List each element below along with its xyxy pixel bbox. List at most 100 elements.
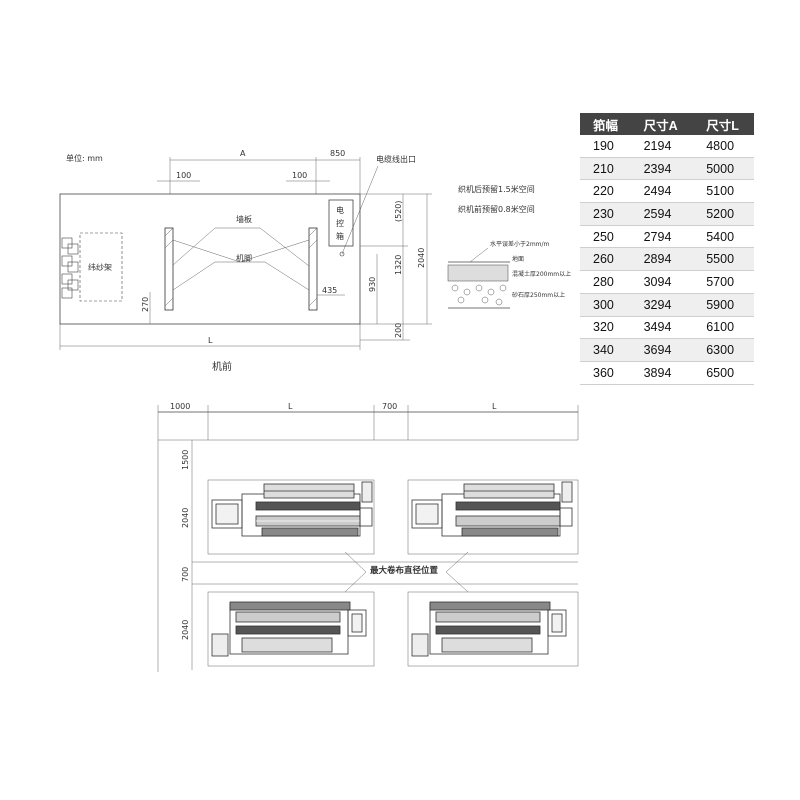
dim-100-left: 100	[176, 171, 191, 180]
bay-bottom-right	[407, 591, 579, 667]
bay-bottom-left	[207, 591, 375, 667]
creel-box	[79, 232, 123, 302]
cell-dim-l: 4800	[693, 135, 754, 158]
cell-reed-width: 260	[580, 247, 631, 272]
loom-machine-top-right	[411, 481, 573, 537]
cable-outlet-label: 电缆线出口	[376, 154, 416, 164]
cell-reed-width: 210	[580, 157, 631, 181]
cell-dim-a: 3494	[630, 316, 694, 340]
cell-reed-width: 280	[580, 270, 631, 294]
control-box-char-3: 箱	[336, 231, 344, 241]
wall-plate-right	[308, 227, 318, 311]
cable-outlet-marker	[339, 251, 345, 257]
cell-dim-l: 5000	[693, 157, 754, 181]
note-front-space: 织机前预留0.8米空间	[458, 204, 535, 214]
cell-dim-a: 3294	[630, 293, 694, 317]
dim-700-top-label: 700	[382, 402, 397, 411]
creel-label: 纬纱架	[88, 262, 112, 272]
control-box-char-2: 控	[336, 218, 344, 228]
cell-dim-a: 2194	[630, 135, 694, 158]
dim-1320-label: 1320	[394, 255, 403, 275]
dim-l-label: L	[208, 336, 213, 345]
cell-reed-width: 230	[580, 202, 631, 226]
concrete-layer	[447, 264, 509, 282]
max-roll-label: 最大卷布直径位置	[370, 565, 439, 576]
dim-1500-label: 1500	[181, 450, 190, 470]
cell-dim-a: 2494	[630, 179, 694, 204]
cell-dim-a: 2794	[630, 225, 694, 249]
unit-label: 单位: mm	[66, 153, 103, 163]
cell-reed-width: 220	[580, 179, 631, 204]
cell-reed-width: 250	[580, 225, 631, 249]
dim-520-label: (520)	[394, 200, 403, 222]
dim-930-label: 930	[368, 277, 377, 292]
loom-machine-bottom-right	[411, 601, 567, 657]
dim-l-left-label: L	[288, 402, 293, 411]
loom-machine-bottom-left	[211, 601, 367, 657]
header-dim-a: 尺寸A	[630, 113, 694, 135]
cell-dim-l: 6500	[693, 361, 754, 385]
gravel-layer	[451, 284, 507, 306]
header-reed-width: 筘幅	[580, 113, 631, 135]
cell-dim-l: 5200	[693, 202, 754, 226]
cell-dim-l: 6100	[693, 316, 754, 340]
cell-reed-width: 300	[580, 293, 631, 317]
machine-footprint	[59, 193, 361, 325]
cell-dim-a: 2594	[630, 202, 694, 226]
cell-dim-l: 5700	[693, 270, 754, 294]
wall-plate-label: 墙板	[236, 214, 252, 224]
dim-100-right: 100	[292, 171, 307, 180]
dim-1000-label: 1000	[170, 402, 190, 411]
dim-2040-label: 2040	[417, 248, 426, 268]
dim-270-label: 270	[141, 297, 150, 312]
cell-dim-l: 5400	[693, 225, 754, 249]
cell-dim-l: 6300	[693, 338, 754, 362]
cell-dim-a: 3694	[630, 338, 694, 362]
cell-reed-width: 360	[580, 361, 631, 385]
cell-dim-a: 2894	[630, 247, 694, 272]
cell-reed-width: 340	[580, 338, 631, 362]
header-dim-l: 尺寸L	[693, 113, 754, 135]
control-box	[328, 199, 354, 247]
cell-dim-l: 5100	[693, 179, 754, 204]
machine-front-label: 机前	[212, 360, 232, 373]
cell-reed-width: 190	[580, 135, 631, 158]
note-floor: 地面	[512, 255, 524, 263]
cell-reed-width: 320	[580, 316, 631, 340]
cell-dim-a: 3094	[630, 270, 694, 294]
dim-2040-lower-label: 2040	[181, 620, 190, 640]
spec-table-header: 筘幅 尺寸A 尺寸L	[580, 113, 754, 135]
control-box-char-1: 电	[336, 205, 344, 215]
loom-machine-top-left	[211, 481, 373, 537]
wall-plate-left	[164, 227, 174, 311]
note-gravel: 砂石厚250mm以上	[512, 291, 565, 299]
machine-foot-label: 机脚	[236, 253, 252, 263]
dim-850-label: 850	[330, 149, 345, 158]
dim-a-label: A	[240, 149, 246, 158]
dim-435-label: 435	[322, 286, 337, 295]
cell-dim-a: 3894	[630, 361, 694, 385]
dim-l-right-label: L	[492, 402, 497, 411]
bay-top-right	[407, 479, 579, 555]
bay-top-left	[207, 479, 375, 555]
cell-dim-l: 5900	[693, 293, 754, 317]
dim-700-side-label: 700	[181, 567, 190, 582]
dim-2040-upper-label: 2040	[181, 508, 190, 528]
dim-200-label: 200	[394, 323, 403, 338]
note-concrete: 混凝土厚200mm以上	[512, 270, 571, 278]
cell-dim-a: 2394	[630, 157, 694, 181]
